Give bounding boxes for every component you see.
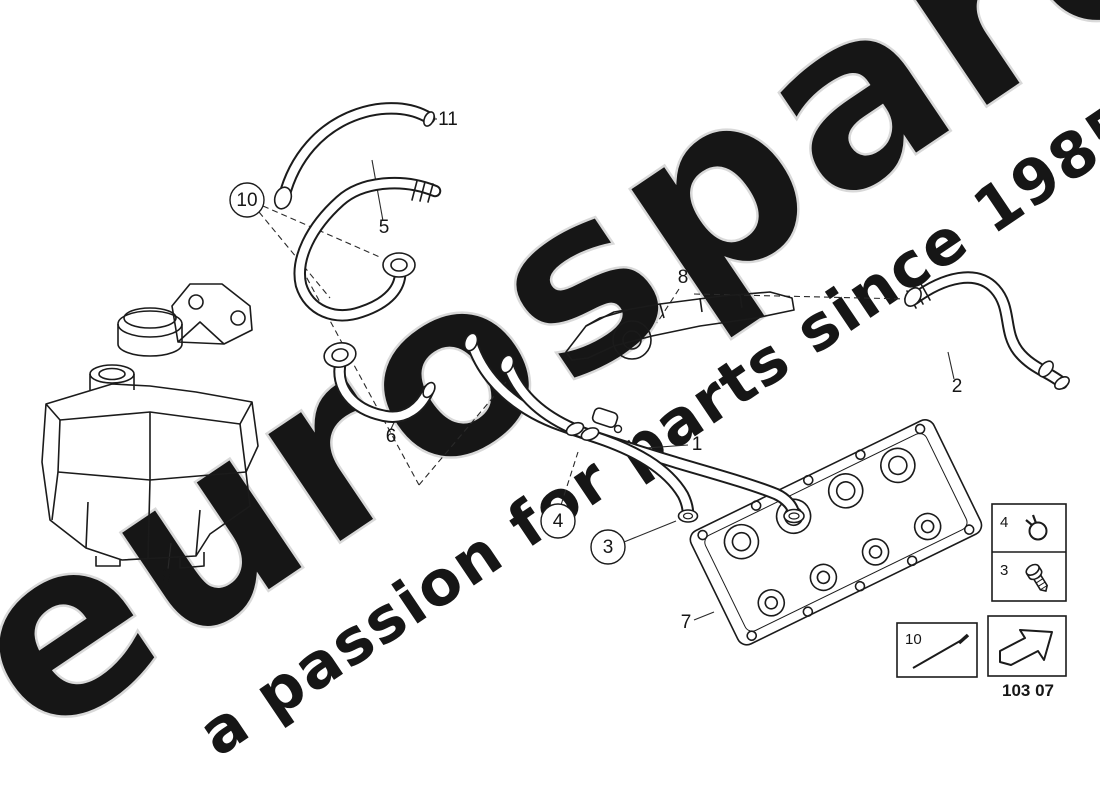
screw-icon	[1025, 563, 1049, 592]
breather-line-drawing	[463, 332, 805, 524]
clamp-icon	[1025, 514, 1048, 541]
callout-10[interactable]: 10	[229, 182, 265, 218]
legend-clamp-number: 4	[1000, 514, 1008, 531]
valve-cover-drawing	[689, 419, 983, 646]
callout-5[interactable]: 5	[379, 217, 390, 238]
expansion-tank-drawing	[41, 283, 259, 569]
hose-clamp	[1038, 360, 1054, 378]
hose-clamp	[580, 427, 600, 441]
pin-icon	[912, 633, 970, 669]
legend-fasteners-box: 4 3	[991, 503, 1067, 602]
legend-arrow-box	[987, 615, 1067, 677]
hose-clamp	[565, 421, 585, 437]
svg-text:3[interactable]: 3	[603, 537, 614, 558]
svg-text:11[interactable]: 11	[438, 109, 458, 130]
callout-3[interactable]: 3	[590, 529, 626, 565]
callout-1[interactable]: 1	[692, 434, 703, 455]
breather-channel-drawing	[565, 291, 795, 361]
callout-7[interactable]: 7	[681, 612, 692, 633]
corrugated-connector	[411, 180, 434, 203]
svg-text:4[interactable]: 4	[553, 511, 564, 532]
legend-pin-box: 10	[896, 622, 978, 678]
svg-text:8[interactable]: 8	[678, 267, 689, 288]
arrow-icon	[999, 629, 1053, 666]
svg-text:1[interactable]: 1	[692, 434, 703, 455]
legend: 4 3 10 103 07	[896, 503, 1067, 700]
svg-text:6[interactable]: 6	[386, 426, 397, 447]
callout-11[interactable]: 11	[438, 109, 458, 130]
check-valve	[591, 407, 619, 429]
callout-8[interactable]: 8	[678, 267, 689, 288]
svg-text:2[interactable]: 2	[952, 376, 963, 397]
hose-5-drawing	[293, 176, 442, 322]
legend-pin-number: 10	[905, 631, 922, 648]
callouts: 11 10 5 8 2 6 1 4 3 9	[162, 109, 963, 633]
hose-2-drawing	[904, 271, 1070, 390]
svg-text:9[interactable]: 9	[162, 566, 173, 587]
svg-text:10[interactable]: 10	[236, 190, 257, 211]
callout-6[interactable]: 6	[386, 426, 397, 447]
svg-text:7[interactable]: 7	[681, 612, 692, 633]
page-code: 103 07	[1002, 681, 1054, 700]
hose-6-drawing	[323, 341, 436, 423]
legend-screw-number: 3	[1000, 562, 1008, 579]
callout-2[interactable]: 2	[952, 376, 963, 397]
callout-9[interactable]: 9	[162, 566, 173, 587]
hose-11-drawing	[273, 102, 436, 210]
svg-text:5[interactable]: 5	[379, 217, 390, 238]
callout-4[interactable]: 4	[540, 503, 576, 539]
